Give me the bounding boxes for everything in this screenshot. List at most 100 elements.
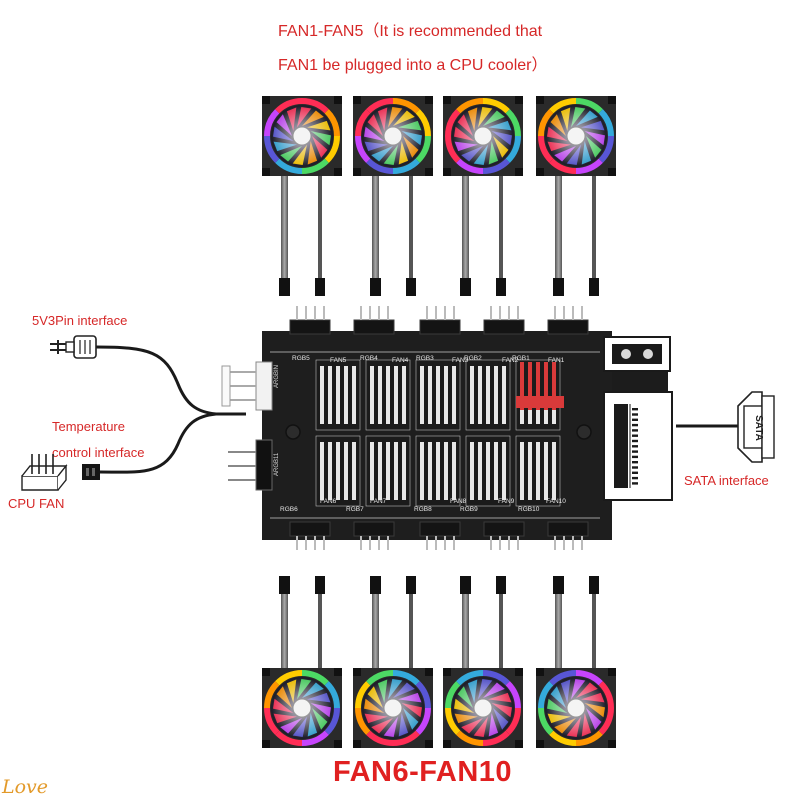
- pin-block: [465, 359, 511, 431]
- pin-block: [315, 359, 361, 431]
- cable-plug: [553, 576, 564, 594]
- cable-plug: [315, 278, 325, 296]
- board-label-bottom: FAN10: [546, 498, 566, 505]
- board-label-bottom: FAN7: [370, 498, 387, 505]
- sata-power-connector: [603, 391, 673, 501]
- top-caption-line1: FAN1-FAN5（It is recommended that: [278, 23, 543, 40]
- board-label-top: FAN2: [502, 357, 519, 364]
- pin-header: [289, 306, 331, 335]
- temp-control-connector: [82, 464, 100, 480]
- cable-plug: [496, 278, 506, 296]
- pin-header: [419, 306, 461, 335]
- pin-header: [353, 521, 395, 550]
- board-label-bottom: FAN9: [498, 498, 515, 505]
- fan-cable-pair: [460, 576, 506, 668]
- board-label-top: FAN3: [452, 357, 469, 364]
- board-label-top: FAN1: [548, 357, 565, 364]
- board-label-bottom: RGB7: [346, 506, 364, 513]
- pin-header: [483, 306, 525, 335]
- rgb-fan-icon: [262, 668, 342, 748]
- pin-block: [315, 435, 361, 507]
- pin-header: [483, 521, 525, 550]
- board-label-bottom: RGB9: [460, 506, 478, 513]
- pin-block: [465, 435, 511, 507]
- pin-header: [547, 306, 589, 335]
- bottom-fan-cables: [279, 576, 599, 668]
- fan1-red-pins: [516, 362, 564, 410]
- label-5v3pin-interface: 5V3Pin interface: [32, 313, 128, 328]
- cable-plug: [460, 278, 471, 296]
- board-label-bottom: FAN6: [320, 498, 337, 505]
- top-caption-line2: FAN1 be plugged into a CPU cooler）: [278, 57, 548, 74]
- rgb-fan-icon: [443, 668, 523, 748]
- board-label-top: FAN4: [392, 357, 409, 364]
- label-control-interface: control interface: [52, 445, 145, 460]
- board-label-top: RGB3: [416, 355, 434, 362]
- board-label-bottom: RGB6: [280, 506, 298, 513]
- bottom-caption: FAN6-FAN10: [333, 756, 513, 788]
- cable-plug: [370, 576, 381, 594]
- board-label-top: RGB1: [512, 355, 530, 362]
- label-sata-interface: SATA interface: [684, 473, 769, 488]
- pin-grid: [315, 359, 564, 507]
- watermark-text: Love: [2, 776, 49, 798]
- rgb-fan-icon: [353, 96, 433, 176]
- pin-block: [415, 359, 461, 431]
- pin-block: [515, 435, 561, 507]
- power-connector-4pin: [603, 336, 671, 372]
- sata-plug-icon: SATA: [737, 391, 775, 463]
- cable-plug: [315, 576, 325, 594]
- rgb-fan-icon: [536, 668, 616, 748]
- fan-cable-pair: [279, 170, 325, 296]
- rgb-fan-icon: [443, 96, 523, 176]
- pin-header: [419, 521, 461, 550]
- label-temperature: Temperature: [52, 419, 125, 434]
- cable-plug: [589, 278, 599, 296]
- fan-cable-pair: [553, 170, 599, 296]
- y-splitter-cable: [95, 345, 246, 474]
- top-pin-headers: [289, 306, 589, 335]
- cable-plug: [496, 576, 506, 594]
- sata-plug-text: SATA: [753, 415, 764, 441]
- fan-cable-pair: [370, 170, 416, 296]
- board-label-bottom: FAN8: [450, 498, 467, 505]
- fan-cable-pair: [553, 576, 599, 668]
- top-fan-cables: [279, 170, 599, 296]
- cable-plug: [406, 576, 416, 594]
- fan-cable-pair: [460, 170, 506, 296]
- fan-cable-pair: [370, 576, 416, 668]
- argb-out-label: ARGB11: [274, 452, 280, 476]
- cable-plug: [553, 278, 564, 296]
- top-fan-row: [262, 96, 616, 176]
- cable-plug: [589, 576, 599, 594]
- argb-in-header: [221, 361, 273, 411]
- rgb-fan-icon: [536, 96, 616, 176]
- board-label-top: RGB4: [360, 355, 378, 362]
- board-label-top: RGB2: [464, 355, 482, 362]
- board-label-bottom: RGB8: [414, 506, 432, 513]
- pin-block: [365, 359, 411, 431]
- pin-header: [547, 521, 589, 550]
- cable-plug: [370, 278, 381, 296]
- board-label-top: RGB5: [292, 355, 310, 362]
- cable-plug: [279, 576, 290, 594]
- argb-in-label: ARGBIN: [274, 365, 280, 388]
- bottom-pin-headers: [289, 521, 589, 550]
- board-label-bottom: RGB10: [518, 506, 540, 513]
- pin-header: [289, 521, 331, 550]
- pin-block: [415, 435, 461, 507]
- cable-plug: [279, 278, 290, 296]
- fan-cable-pair: [279, 576, 325, 668]
- cable-plug: [406, 278, 416, 296]
- plug-3pin-icon: [50, 335, 97, 359]
- rgb-fan-icon: [353, 668, 433, 748]
- bottom-fan-row: [262, 668, 616, 748]
- rgb-fan-icon: [262, 96, 342, 176]
- label-cpu-fan: CPU FAN: [8, 496, 65, 511]
- pin-block: [365, 435, 411, 507]
- cpu-fan-header-icon: [21, 454, 68, 491]
- argb-out-header: [228, 439, 273, 491]
- cable-plug: [460, 576, 471, 594]
